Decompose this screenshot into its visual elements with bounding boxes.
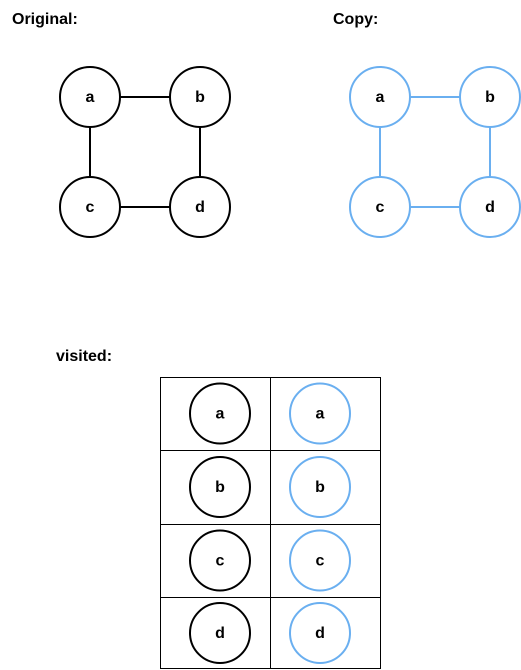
visited-original-node-label: a [216,406,225,423]
original-node-b [169,66,231,128]
original-node-label-a: a [86,89,95,106]
visited-copy-node [289,456,351,518]
visited-original-node-label: d [215,625,225,642]
visited-original-node-label: b [215,479,225,496]
original-node-d [169,176,231,238]
visited-copy-node [289,382,351,445]
original-node-label-b: b [195,89,205,106]
original-node-label-c: c [86,199,95,216]
copy-node-a [349,66,411,128]
visited-original-node [189,382,251,445]
visited-copy-node-label: a [316,406,325,423]
copy-node-d [459,176,521,238]
copy-label: Copy: [333,11,379,28]
copy-graph: a b c d [349,66,521,238]
copy-node-label-c: c [376,199,385,216]
copy-node-label-b: b [485,89,495,106]
original-graph: a b c d [59,66,231,238]
visited-copy-node-label: c [316,553,325,570]
visited-copy-node [289,529,351,592]
original-node-label-d: d [195,199,205,216]
copy-node-b [459,66,521,128]
visited-original-node [189,529,251,592]
visited-original-node [189,602,251,664]
original-node-a [59,66,121,128]
visited-copy-node [289,602,351,664]
visited-copy-node-label: b [315,479,325,496]
visited-original-node [189,456,251,518]
original-label: Original: [12,11,78,28]
original-node-c [59,176,121,238]
visited-original-node-label: c [216,553,225,570]
visited-label: visited: [56,348,113,365]
visited-copy-node-label: d [315,625,325,642]
copy-node-label-d: d [485,199,495,216]
copy-node-label-a: a [376,89,385,106]
copy-node-c [349,176,411,238]
